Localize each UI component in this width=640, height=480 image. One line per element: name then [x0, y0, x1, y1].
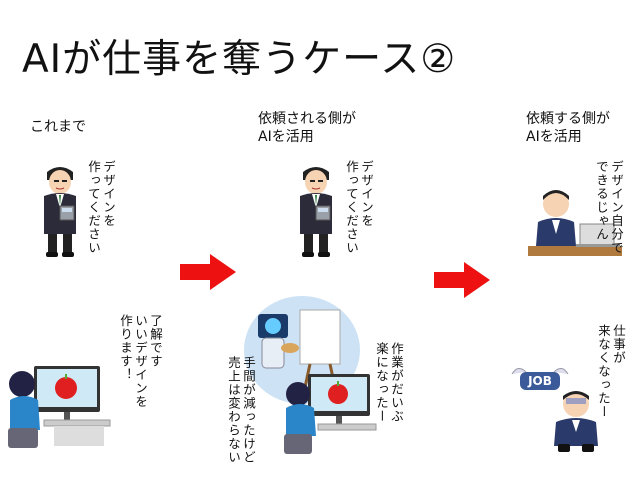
speech-designer-lost-job: 仕事が 来なくなったー [596, 324, 626, 419]
designer-at-computer-illustration [8, 366, 111, 448]
speech-ai-user-worry: 手間が減ったけど 売上は変わらない [226, 356, 256, 464]
speech-client-self: デザイン自分で できるじゃん [594, 160, 624, 255]
job-flying-away-illustration [511, 368, 569, 390]
slide-title: AIが仕事を奪うケース② [22, 37, 457, 82]
sad-designer-illustration [554, 391, 598, 452]
column-heading-receiver-line2: AIを活用 [258, 129, 314, 145]
job-sign-text: JOB [528, 374, 552, 388]
column-heading-requester-line1: 依頼する側が [526, 111, 610, 127]
businessman-client-illustration [44, 167, 76, 257]
speech-ai-user-relief: 作業がだいぶ 楽になったー [374, 342, 404, 423]
column-heading-receiver: 依頼される側が AIを活用 [258, 110, 356, 146]
designer-at-computer-2-illustration [284, 374, 377, 454]
arrow-right-1 [180, 254, 236, 290]
speech-client-request-2: デザインを 作ってください [344, 160, 374, 255]
column-heading-requester-line2: AIを活用 [526, 129, 582, 145]
arrow-right-2 [434, 262, 490, 298]
businessman-with-laptop-illustration [528, 190, 622, 256]
column-heading-before: これまで [30, 119, 86, 135]
speech-client-request-1: デザインを 作ってください [86, 160, 116, 255]
businessman-client-2-illustration [300, 167, 332, 257]
speech-designer-reply: 了解です いいデザインを 作ります！ [118, 314, 163, 409]
column-heading-requester: 依頼する側が AIを活用 [526, 110, 610, 146]
column-heading-receiver-line1: 依頼される側が [258, 111, 356, 127]
